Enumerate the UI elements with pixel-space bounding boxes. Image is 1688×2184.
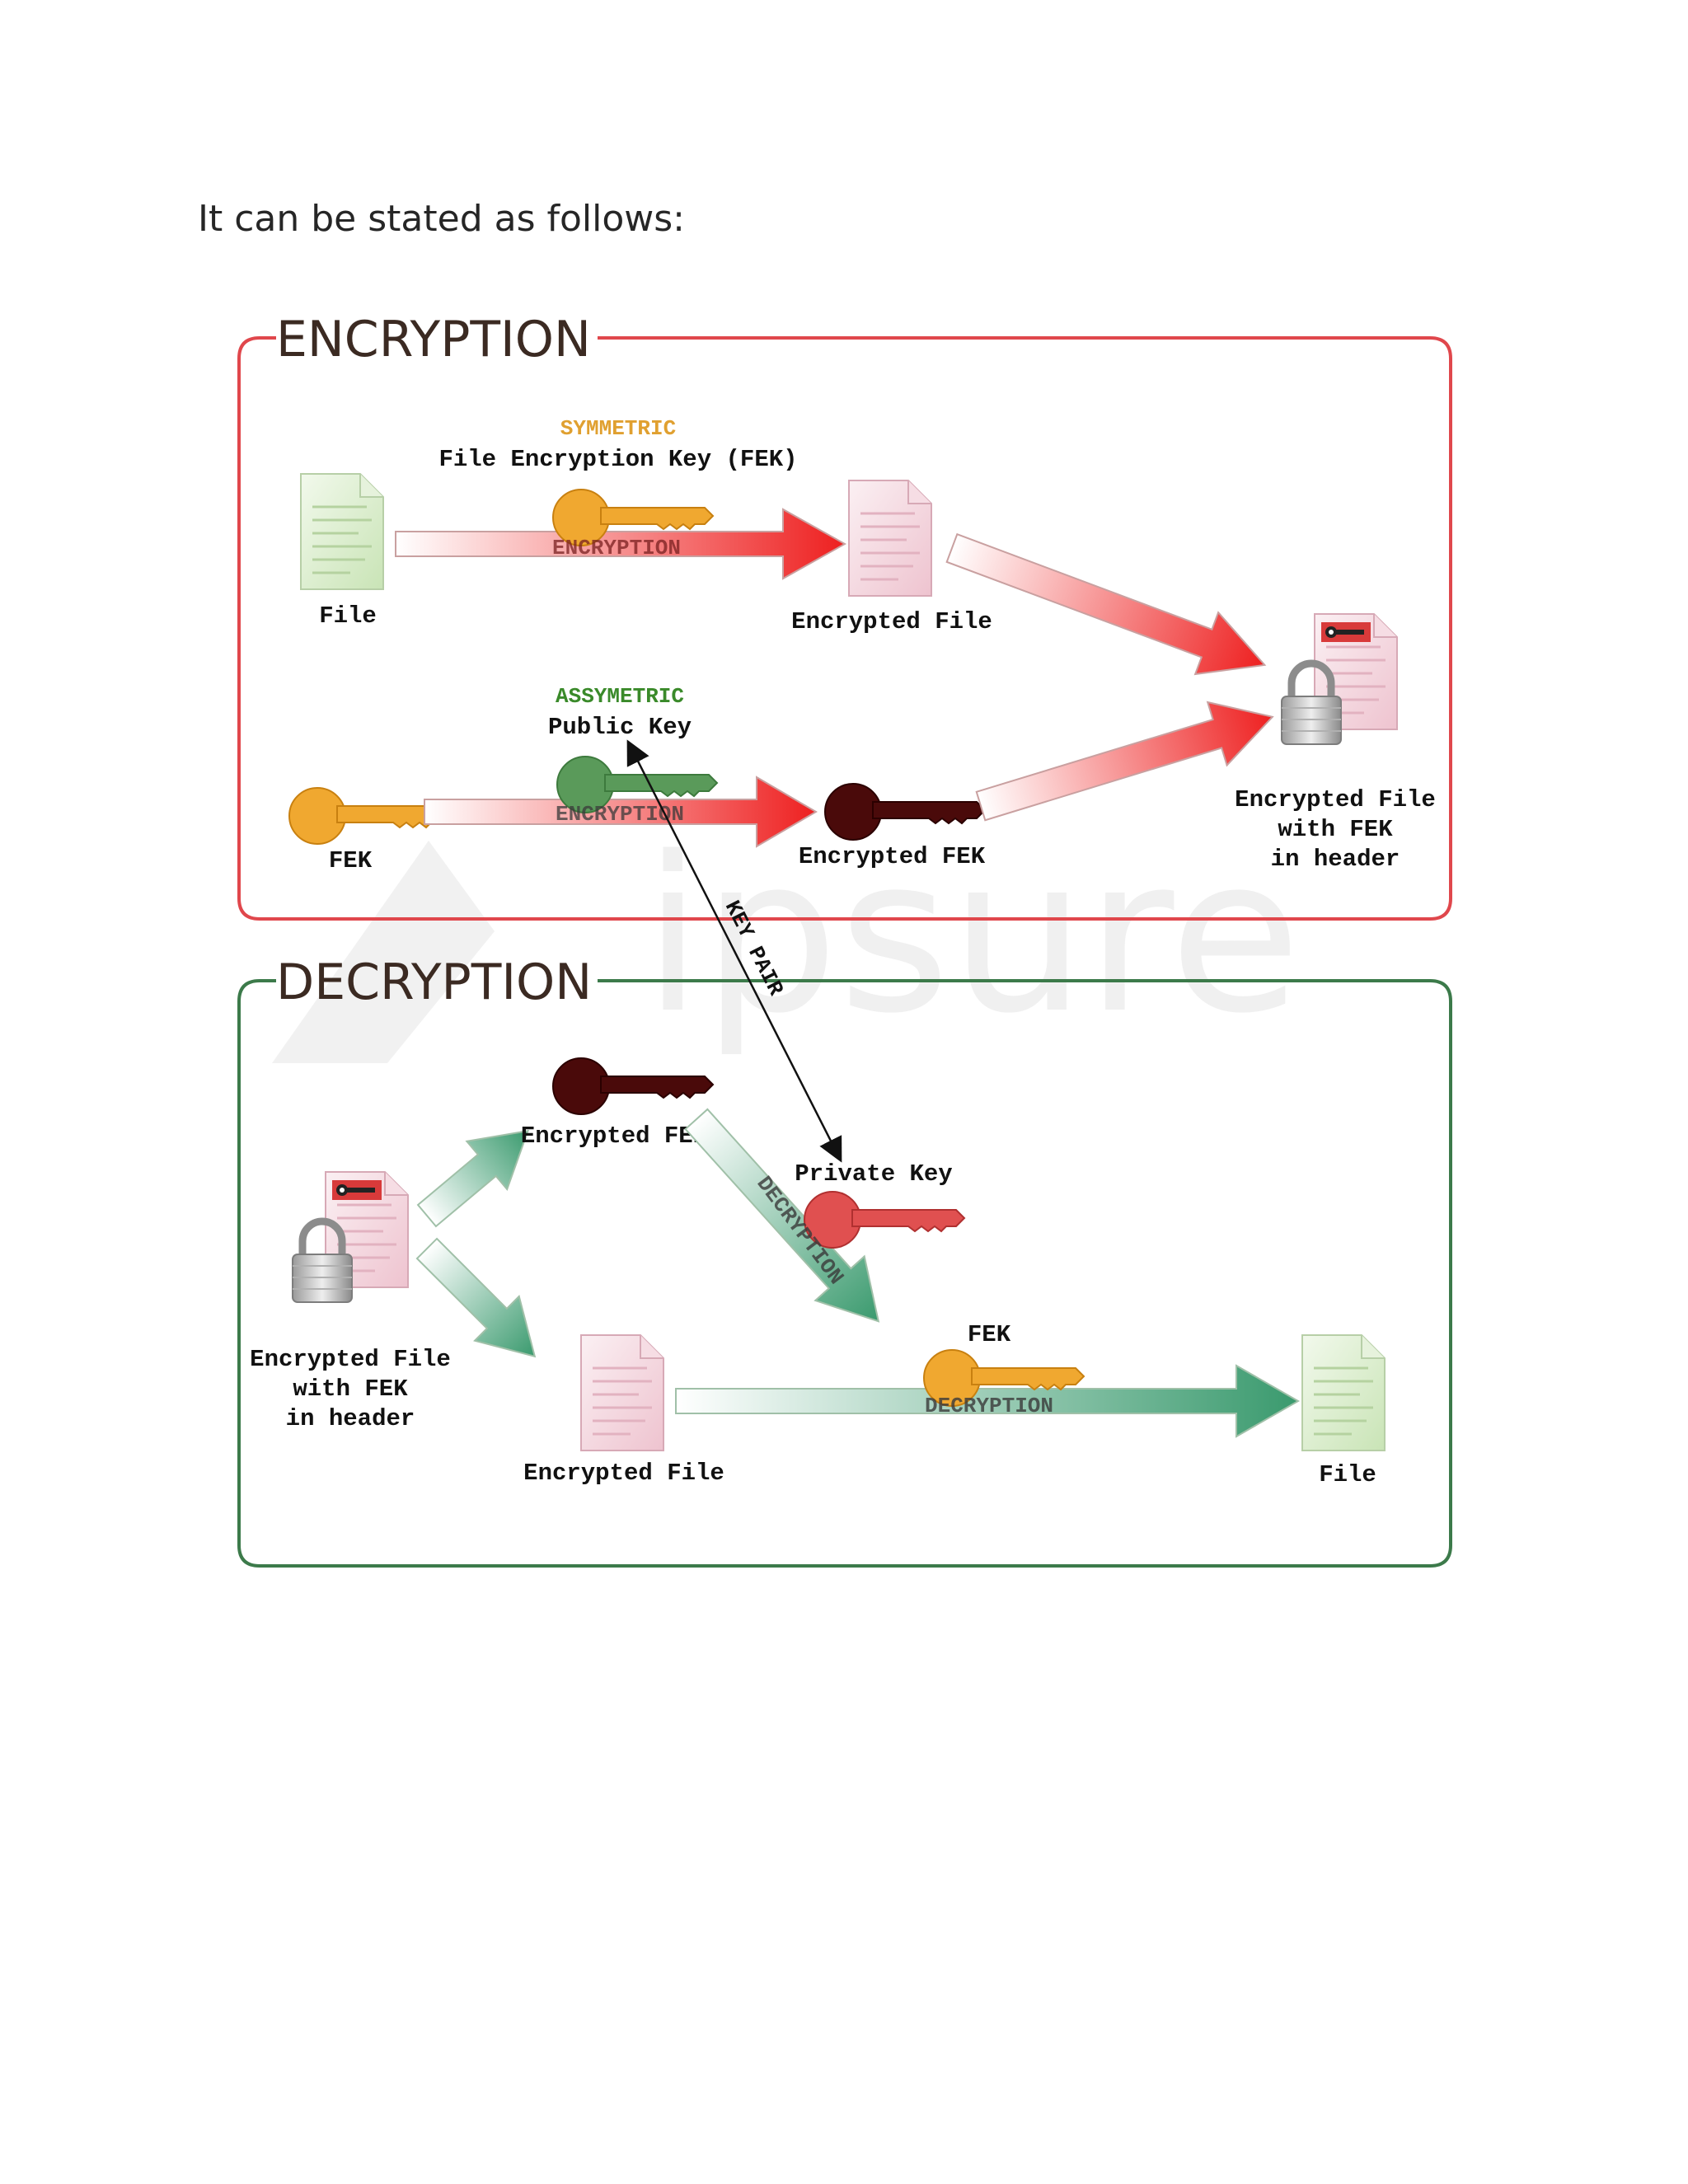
symmetric-label: SYMMETRIC — [560, 416, 676, 441]
svg-text:Encrypted File: Encrypted File — [1235, 786, 1436, 813]
encrypted-file-with-fek-icon — [1282, 614, 1397, 744]
decrypted-file-label: File — [1319, 1461, 1376, 1488]
encryption-title: ENCRYPTION — [276, 311, 591, 368]
decryption-title: DECRYPTION — [276, 954, 592, 1011]
file-document-icon — [299, 472, 385, 591]
private-key-icon — [804, 1191, 965, 1249]
arrow-encfek-to-result — [975, 701, 1274, 822]
svg-text:with FEK: with FEK — [293, 1376, 408, 1403]
fek-key-label: File Encryption Key (FEK) — [438, 446, 797, 473]
decryption-arrow-file — [675, 1364, 1301, 1438]
decrypt-fek-label: FEK — [968, 1321, 1011, 1348]
result-label: Encrypted File with FEK in header — [1235, 786, 1436, 873]
decrypt-source-file-icon — [293, 1172, 408, 1302]
encryption-section: ENCRYPTION — [237, 311, 1452, 921]
svg-text:in header: in header — [286, 1405, 415, 1432]
file-label: File — [319, 602, 377, 630]
decryption-arrow-fek — [684, 1108, 880, 1323]
decrypt-encrypted-fek-icon — [552, 1057, 714, 1115]
arrow-encfile-to-result — [945, 532, 1267, 676]
arrow-to-encrypted-fek — [416, 1129, 530, 1228]
encrypted-fek-label: Encrypted FEK — [799, 843, 986, 870]
decrypted-file-icon — [1301, 1333, 1386, 1452]
key-pair-arrow — [626, 739, 842, 1163]
fek-label: FEK — [329, 847, 373, 874]
decryption-section: DECRYPTION — [237, 954, 1452, 1568]
intro-text: It can be stated as follows: — [198, 198, 685, 240]
decryption-arrow-label-2: DECRYPTION — [925, 1394, 1053, 1418]
encryption-arrow-file — [395, 508, 847, 580]
encrypted-file-label: Encrypted File — [791, 608, 992, 635]
public-key-label: Public Key — [548, 714, 692, 741]
arrow-to-encrypted-file — [415, 1237, 537, 1358]
decrypt-source-label: Encrypted File with FEK in header — [250, 1346, 451, 1432]
svg-text:in header: in header — [1271, 846, 1400, 873]
encrypted-file-icon — [847, 479, 933, 598]
watermark: ipsure — [272, 812, 1301, 1063]
decrypt-encrypted-file-icon — [579, 1333, 665, 1452]
decrypt-encrypted-fek-label: Encrypted FEK — [521, 1122, 708, 1150]
encryption-arrow-label-1: ENCRYPTION — [552, 536, 681, 560]
decrypt-encrypted-file-label: Encrypted File — [523, 1460, 724, 1487]
svg-text:Encrypted File: Encrypted File — [250, 1346, 451, 1373]
private-key-label: Private Key — [795, 1160, 952, 1188]
svg-text:with FEK: with FEK — [1278, 816, 1393, 843]
asymmetric-label: ASSYMETRIC — [556, 684, 684, 709]
